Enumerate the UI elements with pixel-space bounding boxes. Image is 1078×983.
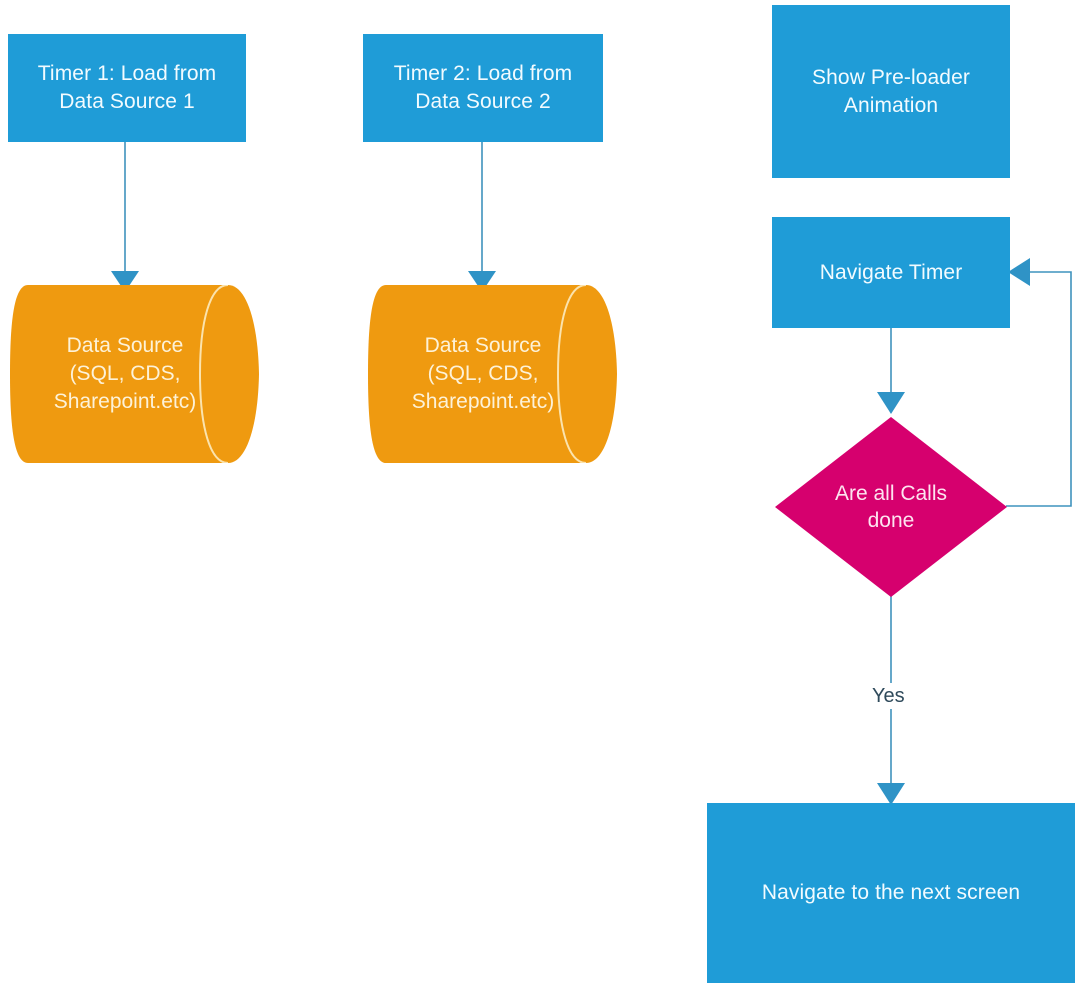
node-datasource1[interactable]: Data Source (SQL, CDS, Sharepoint.etc) xyxy=(10,285,266,463)
node-navigate-to-next-screen[interactable]: Navigate to the next screen xyxy=(707,803,1075,983)
node-show-preloader-animation[interactable]: Show Pre-loader Animation xyxy=(772,5,1010,178)
edge-label-yes: Yes xyxy=(868,683,909,709)
node-navigate-to-next-screen-label: Navigate to the next screen xyxy=(761,881,1021,905)
database-cylinder-icon xyxy=(368,285,617,463)
node-timer1-label: Timer 1: Load from Data Source 1 xyxy=(37,62,217,113)
node-datasource2-label: Data Source (SQL, CDS, Sharepoint.etc) xyxy=(411,333,555,414)
node-decision-are-all-calls-done[interactable]: Are all Calls done xyxy=(775,417,1007,597)
database-cylinder-icon xyxy=(10,285,259,463)
node-timer2[interactable]: Timer 2: Load from Data Source 2 xyxy=(363,34,603,142)
node-navigate-timer-label: Navigate Timer xyxy=(819,260,963,284)
node-show-preloader-animation-label: Show Pre-loader Animation xyxy=(812,65,970,117)
node-timer2-label: Timer 2: Load from Data Source 2 xyxy=(393,62,573,113)
edge-timer1-to-datasource1 xyxy=(111,142,139,292)
node-navigate-timer[interactable]: Navigate Timer xyxy=(772,217,1010,328)
decision-diamond-icon xyxy=(775,417,1007,597)
node-datasource1-label: Data Source (SQL, CDS, Sharepoint.etc) xyxy=(53,333,197,414)
edge-navigatetimer-to-decision xyxy=(877,328,905,414)
node-datasource2[interactable]: Data Source (SQL, CDS, Sharepoint.etc) xyxy=(368,285,624,463)
node-timer1[interactable]: Timer 1: Load from Data Source 1 xyxy=(8,34,246,142)
node-decision-label: Are all Calls done xyxy=(834,481,948,532)
edge-timer2-to-datasource2 xyxy=(468,142,496,292)
edge-decision-loop-to-navigatetimer xyxy=(1006,258,1072,507)
